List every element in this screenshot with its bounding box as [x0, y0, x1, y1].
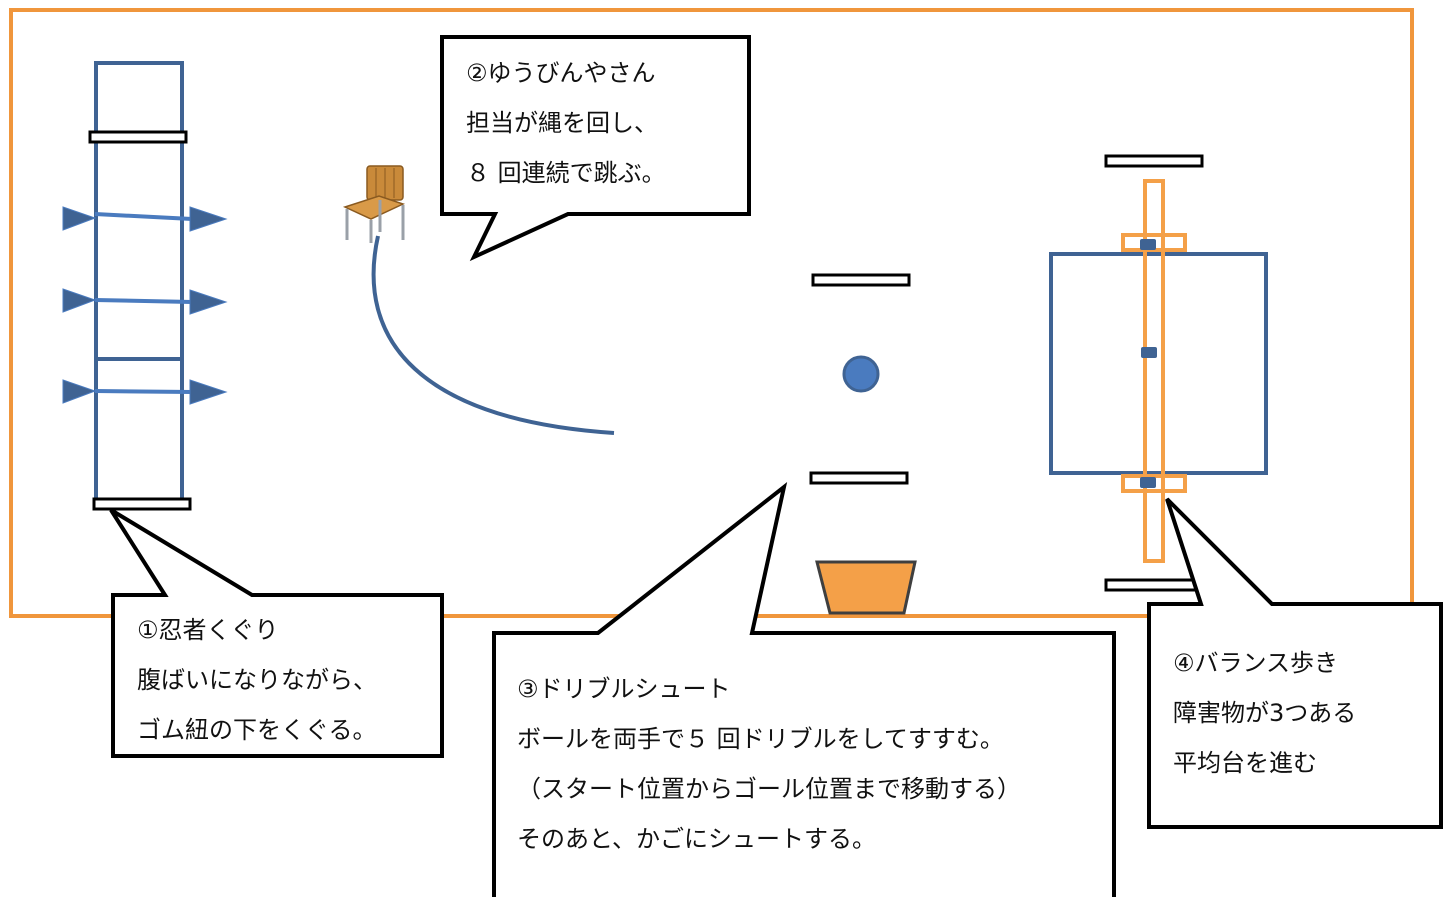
callout-bubble-station2: [440, 35, 751, 262]
callout-bubble-station4: [1147, 497, 1443, 829]
callout-bubble-station1: [109, 508, 444, 758]
callout-line: 担当が縄を回し、: [466, 109, 658, 137]
goal-line-marker: [92, 497, 192, 511]
balance-beam: [1143, 179, 1165, 563]
basket-icon: [815, 560, 917, 615]
rubber-cord-arrows: [62, 206, 228, 405]
callout-title: ②ゆうびんやさん: [466, 59, 656, 87]
callout-station3: ③ドリブルシュート ボールを両手で５ 回ドリブルをしてすすむ。 （スタート位置か…: [517, 664, 1021, 864]
beam-support: [1121, 474, 1187, 493]
callout-station2: ②ゆうびんやさん 担当が縄を回し、 ８ 回連続で跳ぶ。: [466, 48, 666, 198]
mat: [1049, 252, 1268, 475]
callout-station4: ④バランス歩き 障害物が3つある 平均台を進む: [1173, 638, 1356, 788]
callout-line: （スタート位置からゴール位置まで移動する）: [517, 775, 1021, 803]
callout-title: ③ドリブルシュート: [517, 675, 731, 703]
start-line-marker: [1104, 154, 1204, 168]
start-line-marker: [811, 273, 911, 287]
arrow-icon: [62, 206, 228, 232]
callout-line: 障害物が3つある: [1173, 699, 1357, 727]
goal-line-marker: [809, 471, 909, 485]
ninja-crawl-station: [62, 61, 228, 511]
goal-line-marker: [1104, 578, 1204, 592]
callout-title: ①忍者くぐり: [137, 616, 279, 644]
callout-title: ④バランス歩き: [1173, 649, 1339, 677]
dribble-shoot-station: [809, 273, 917, 615]
balance-beam-station: [1049, 154, 1268, 592]
callout-line: ８ 回連続で跳ぶ。: [466, 159, 666, 187]
arrow-icon: [62, 288, 228, 315]
arrow-icon: [62, 379, 228, 405]
callout-line: 平均台を進む: [1173, 749, 1317, 777]
callout-bubble-station3: [492, 481, 1116, 897]
obstacle: [1140, 477, 1156, 488]
obstacle: [1141, 347, 1157, 358]
start-line-marker: [88, 130, 188, 144]
callout-line: ゴム紐の下をくぐる。: [137, 716, 377, 744]
chair-icon: [342, 165, 406, 243]
callout-line: ボールを両手で５ 回ドリブルをしてすすむ。: [517, 725, 1004, 753]
crawl-frame: [94, 61, 184, 506]
ball-icon: [842, 355, 880, 393]
jump-rope-station: [342, 165, 615, 435]
obstacle: [1140, 239, 1156, 250]
callout-line: そのあと、かごにシュートする。: [517, 825, 877, 853]
jump-rope: [371, 235, 615, 435]
callout-line: 腹ばいになりながら、: [137, 666, 377, 694]
callout-station1: ①忍者くぐり 腹ばいになりながら、 ゴム紐の下をくぐる。: [137, 605, 377, 755]
